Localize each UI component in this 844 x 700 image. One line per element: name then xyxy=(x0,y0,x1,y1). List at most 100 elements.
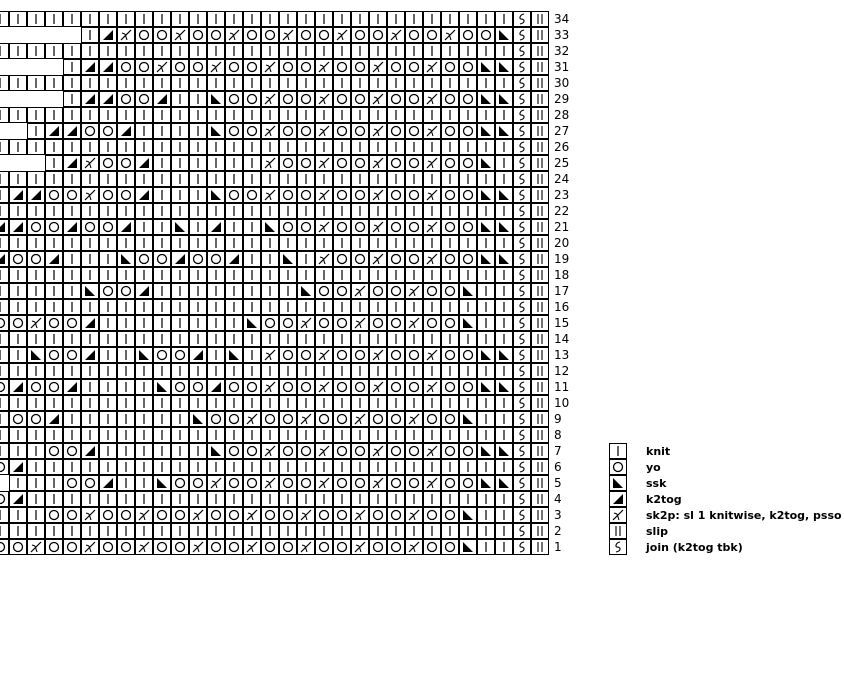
row-number: 5 xyxy=(554,476,562,490)
stitch-yo xyxy=(423,315,441,331)
row-number: 18 xyxy=(554,268,569,282)
stitch-yo xyxy=(441,539,459,555)
stitch-knit xyxy=(189,203,207,219)
stitch-knit xyxy=(135,107,153,123)
stitch-knit xyxy=(351,139,369,155)
stitch-knit xyxy=(99,11,117,27)
stitch-knit xyxy=(243,139,261,155)
stitch-knit xyxy=(45,155,63,171)
stitch-yo xyxy=(387,59,405,75)
stitch-knit xyxy=(369,267,387,283)
stitch-knit xyxy=(225,235,243,251)
stitch-knit xyxy=(207,523,225,539)
stitch-knit xyxy=(225,331,243,347)
stitch-ssk xyxy=(495,91,513,107)
stitch-knit xyxy=(279,523,297,539)
stitch-knit xyxy=(459,459,477,475)
stitch-sk2p xyxy=(315,443,333,459)
stitch-knit xyxy=(207,283,225,299)
stitch-ssk xyxy=(225,347,243,363)
stitch-knit xyxy=(315,235,333,251)
stitch-yo xyxy=(135,91,153,107)
stitch-knit xyxy=(171,395,189,411)
stitch-knit xyxy=(27,75,45,91)
stitch-knit xyxy=(297,11,315,27)
stitch-knit xyxy=(63,459,81,475)
stitch-yo xyxy=(9,539,27,555)
stitch-knit xyxy=(369,331,387,347)
stitch-knit xyxy=(405,363,423,379)
legend-item: sk2p: sl 1 knitwise, k2tog, psso xyxy=(609,507,842,523)
stitch-knit xyxy=(423,427,441,443)
stitch-knit xyxy=(477,107,495,123)
stitch-knit xyxy=(297,235,315,251)
stitch-yo xyxy=(279,347,297,363)
stitch-knit xyxy=(189,459,207,475)
stitch-knit xyxy=(495,283,513,299)
stitch-sk2p xyxy=(261,379,279,395)
stitch-join xyxy=(513,443,531,459)
stitch-knit xyxy=(477,363,495,379)
stitch-yo xyxy=(387,539,405,555)
stitch-yo xyxy=(297,219,315,235)
stitch-join xyxy=(513,523,531,539)
stitch-knit xyxy=(495,155,513,171)
stitch-knit xyxy=(9,139,27,155)
stitch-knit xyxy=(135,427,153,443)
stitch-knit xyxy=(81,75,99,91)
stitch-knit xyxy=(333,459,351,475)
stitch-knit xyxy=(189,123,207,139)
stitch-yo xyxy=(117,187,135,203)
stitch-yo xyxy=(333,123,351,139)
stitch-knit xyxy=(117,267,135,283)
stitch-knit xyxy=(63,11,81,27)
stitch-slip xyxy=(531,27,549,43)
stitch-knit xyxy=(189,395,207,411)
stitch-knit xyxy=(369,43,387,59)
stitch-ssk xyxy=(477,219,495,235)
stitch-knit xyxy=(153,235,171,251)
stitch-sk2p xyxy=(153,59,171,75)
stitch-knit xyxy=(63,395,81,411)
stitch-knit xyxy=(207,107,225,123)
stitch-yo xyxy=(279,91,297,107)
chart-row: 21 xyxy=(0,219,569,235)
stitch-knit xyxy=(171,315,189,331)
stitch-k2tog xyxy=(81,443,99,459)
stitch-knit xyxy=(225,219,243,235)
chart-row: 33 xyxy=(81,27,569,43)
stitch-knit xyxy=(9,283,27,299)
stitch-knit xyxy=(153,11,171,27)
stitch-yo xyxy=(351,475,369,491)
stitch-knit xyxy=(441,363,459,379)
row-number: 30 xyxy=(554,76,569,90)
stitch-yo xyxy=(63,539,81,555)
stitch-knit xyxy=(477,507,495,523)
stitch-yo xyxy=(405,251,423,267)
stitch-knit xyxy=(63,251,81,267)
stitch-knit xyxy=(99,139,117,155)
stitch-knit xyxy=(423,267,441,283)
stitch-knit xyxy=(9,363,27,379)
stitch-knit xyxy=(297,363,315,379)
stitch-knit xyxy=(459,171,477,187)
stitch-k2tog xyxy=(9,459,27,475)
stitch-knit xyxy=(297,171,315,187)
stitch-k2tog xyxy=(207,379,225,395)
stitch-knit xyxy=(441,331,459,347)
stitch-knit xyxy=(27,475,45,491)
stitch-knit xyxy=(405,235,423,251)
stitch-knit xyxy=(279,267,297,283)
stitch-knit xyxy=(189,107,207,123)
stitch-knit xyxy=(477,299,495,315)
stitch-yo xyxy=(27,379,45,395)
stitch-sk2p xyxy=(189,507,207,523)
stitch-sk2p xyxy=(243,539,261,555)
stitch-knit xyxy=(279,171,297,187)
stitch-knit xyxy=(135,43,153,59)
stitch-knit xyxy=(369,11,387,27)
stitch-knit xyxy=(243,299,261,315)
stitch-knit xyxy=(81,299,99,315)
stitch-knit xyxy=(477,171,495,187)
stitch-k2tog xyxy=(9,491,27,507)
